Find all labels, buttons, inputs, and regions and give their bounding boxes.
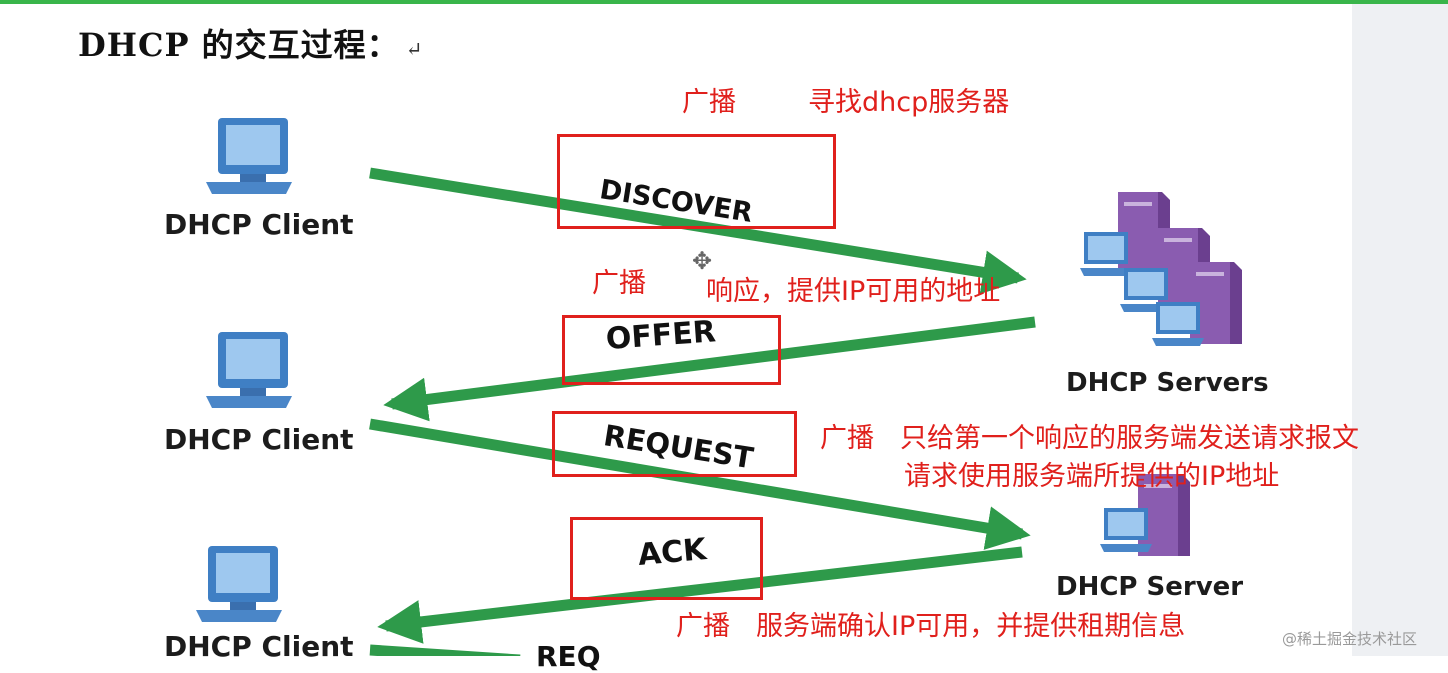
computer-icon: [206, 332, 292, 408]
discover-broadcast-note: 广播: [682, 87, 736, 118]
offer-broadcast-note: 广播: [592, 268, 646, 299]
page-title: DHCP 的交互过程：↵: [78, 20, 423, 66]
ack-broadcast-note: 广播: [676, 611, 730, 642]
offer-description-note: 响应，提供IP可用的地址: [706, 276, 1001, 307]
offer-arrow: [383, 316, 1036, 422]
request-broadcast-note: 广播: [820, 423, 874, 454]
request-highlight-box: [552, 411, 797, 477]
server-icon: [1152, 262, 1242, 346]
computer-icon: [196, 546, 282, 622]
offer-highlight-box: [562, 315, 781, 385]
computer-icon: [206, 118, 292, 194]
request-arrow: [369, 418, 1031, 550]
paragraph-mark-icon: ↵: [405, 37, 424, 61]
arrows-layer: [369, 167, 1036, 656]
client-label: DHCP Client: [164, 630, 354, 663]
ack-arrow: [377, 546, 1023, 644]
client-label: DHCP Client: [164, 208, 354, 241]
request-description-note-2: 请求使用服务端所提供的IP地址: [904, 461, 1280, 492]
client-label: DHCP Client: [164, 423, 354, 456]
discover-highlight-box: [557, 134, 836, 229]
servers-layer: [1080, 192, 1242, 556]
top-accent-bar: [0, 0, 1448, 4]
move-cursor-icon: ✥: [692, 247, 713, 275]
server-icon: [1100, 474, 1190, 556]
ack-description-note: 服务端确认IP可用，并提供租期信息: [756, 611, 1186, 642]
watermark: @稀土掘金技术社区: [1282, 630, 1418, 648]
side-panel: [1352, 4, 1448, 656]
server-label: DHCP Server: [1056, 572, 1244, 602]
request-description-note: 只给第一个响应的服务端发送请求报文: [900, 423, 1359, 454]
clients-layer: [196, 118, 292, 622]
fifth-arrow-partial: [369, 644, 521, 656]
cut-off-message-label: REQ: [536, 640, 601, 673]
discover-arrow: [369, 167, 1027, 295]
page-title-text: DHCP 的交互过程：: [78, 26, 400, 64]
discover-description-note: 寻找dhcp服务器: [808, 87, 1010, 118]
ack-highlight-box: [570, 517, 763, 600]
servers-label: DHCP Servers: [1066, 368, 1269, 398]
server-icon: [1080, 192, 1170, 276]
